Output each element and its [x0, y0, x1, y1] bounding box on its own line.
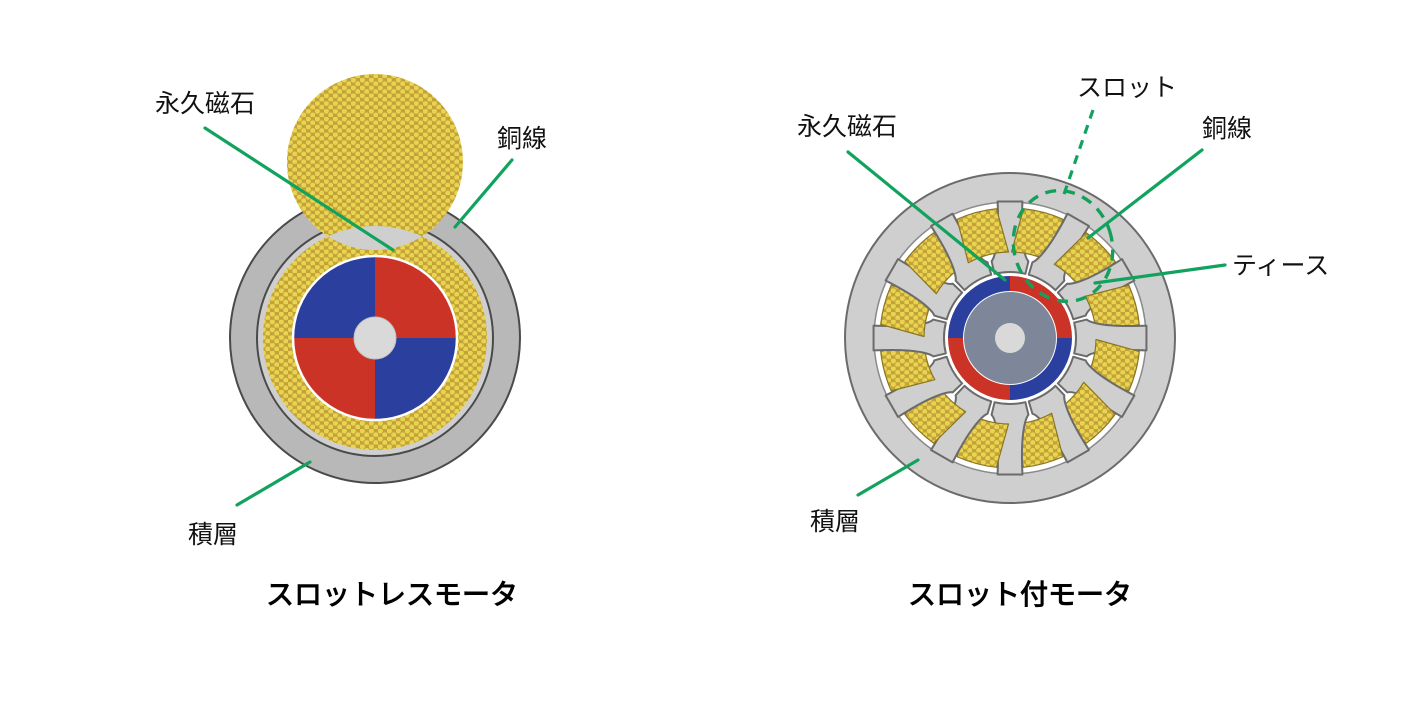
slotless-motor-diagram: 永久磁石 銅線 積層	[155, 74, 547, 549]
leader-permanent-magnet-right	[846, 150, 1007, 282]
label-lamination-right: 積層	[810, 508, 860, 536]
leader-copper-wire-left	[453, 158, 514, 229]
leader-lamination-left	[235, 460, 312, 507]
shaft	[353, 316, 397, 360]
label-permanent-magnet-left: 永久磁石	[155, 90, 255, 118]
slot-highlight-ellipse	[1011, 188, 1115, 304]
label-copper-wire-left: 銅線	[497, 125, 547, 153]
magnet-ring-s-lower-left	[948, 338, 1010, 400]
leader-lamination-right	[856, 458, 920, 497]
label-permanent-magnet-right: 永久磁石	[797, 113, 897, 141]
caption-slotted-motor: スロット付モータ	[908, 579, 1132, 610]
magnet-quadrant-n-lower-right	[375, 338, 457, 420]
magnet-quadrant-s-upper-right	[375, 256, 457, 338]
magnet-ring-s-upper-right	[1010, 276, 1072, 338]
leader-copper-wire-right	[1086, 148, 1204, 240]
label-lamination-left: 積層	[188, 521, 238, 549]
magnet-ring-n-upper-left	[948, 276, 1010, 338]
magnet-outline	[291, 254, 459, 422]
label-teeth: ティース	[1232, 252, 1329, 280]
leader-permanent-magnet-left	[203, 126, 395, 252]
shaft	[995, 323, 1025, 353]
slotted-motor-diagram: 永久磁石 スロット 銅線 ティース 積層	[797, 74, 1329, 536]
magnet-ring-n-lower-right	[1010, 338, 1072, 400]
label-slot: スロット	[1077, 74, 1177, 102]
leader-teeth	[1093, 263, 1227, 285]
label-copper-wire-right: 銅線	[1202, 115, 1252, 143]
magnet-quadrant-n-upper-left	[293, 256, 375, 338]
magnet-quadrant-s-lower-left	[293, 338, 375, 420]
slot-copper-coil	[956, 208, 1010, 264]
caption-slotless-motor: スロットレスモータ	[266, 579, 518, 610]
